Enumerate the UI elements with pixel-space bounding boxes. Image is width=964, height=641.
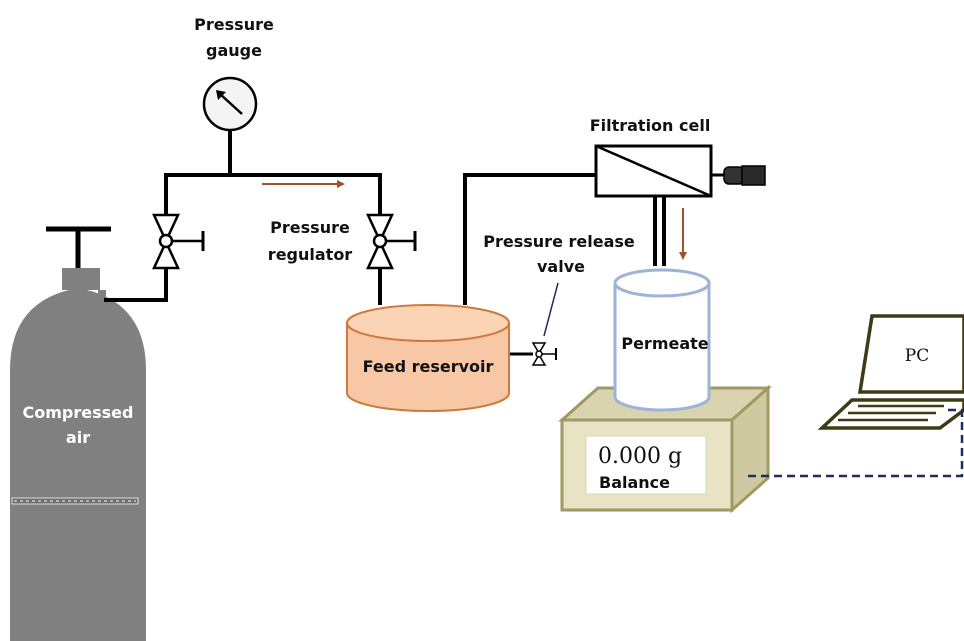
data-cable: [748, 408, 964, 478]
membrane-filter-icon: [594, 144, 766, 198]
pressure-gauge-label-line1: Pressure: [194, 15, 274, 34]
pressure-release-valve-label-line2: valve: [537, 257, 585, 276]
pressure-regulator-label-line1: Pressure: [270, 218, 350, 237]
pressure-regulator-valve-icon: [366, 213, 417, 270]
balance-reading: 0.000 g: [598, 444, 682, 469]
pressure-regulator-label-line2: regulator: [268, 245, 353, 264]
pressure-gauge-label-line2: gauge: [206, 41, 262, 60]
pressure-release-valve-icon: [531, 342, 557, 366]
balance: [558, 384, 772, 514]
compressed-air-label-line1: Compressed: [23, 403, 134, 422]
permeate-container: [613, 268, 711, 412]
release-valve-leader-line: [543, 282, 559, 337]
reservoir-to-cell-pipe: [463, 173, 596, 305]
cylinder-to-first-valve-pipe: [104, 173, 382, 305]
balance-label: Balance: [599, 473, 670, 492]
filtration-cell-label: Filtration cell: [590, 116, 711, 135]
gas-cylinder-icon: [10, 226, 146, 641]
feed-reservoir: [346, 304, 510, 412]
pc-label: PC: [905, 346, 929, 366]
compressed-air-label-line2: air: [66, 428, 90, 447]
needle-valve-icon: [152, 213, 205, 270]
feed-reservoir-label: Feed reservoir: [363, 357, 494, 376]
permeate-label: Permeate: [621, 334, 708, 353]
pressure-gauge-icon: [202, 76, 258, 132]
laptop-icon: [817, 314, 964, 430]
pressure-release-valve-label-line1: Pressure release: [483, 232, 635, 251]
